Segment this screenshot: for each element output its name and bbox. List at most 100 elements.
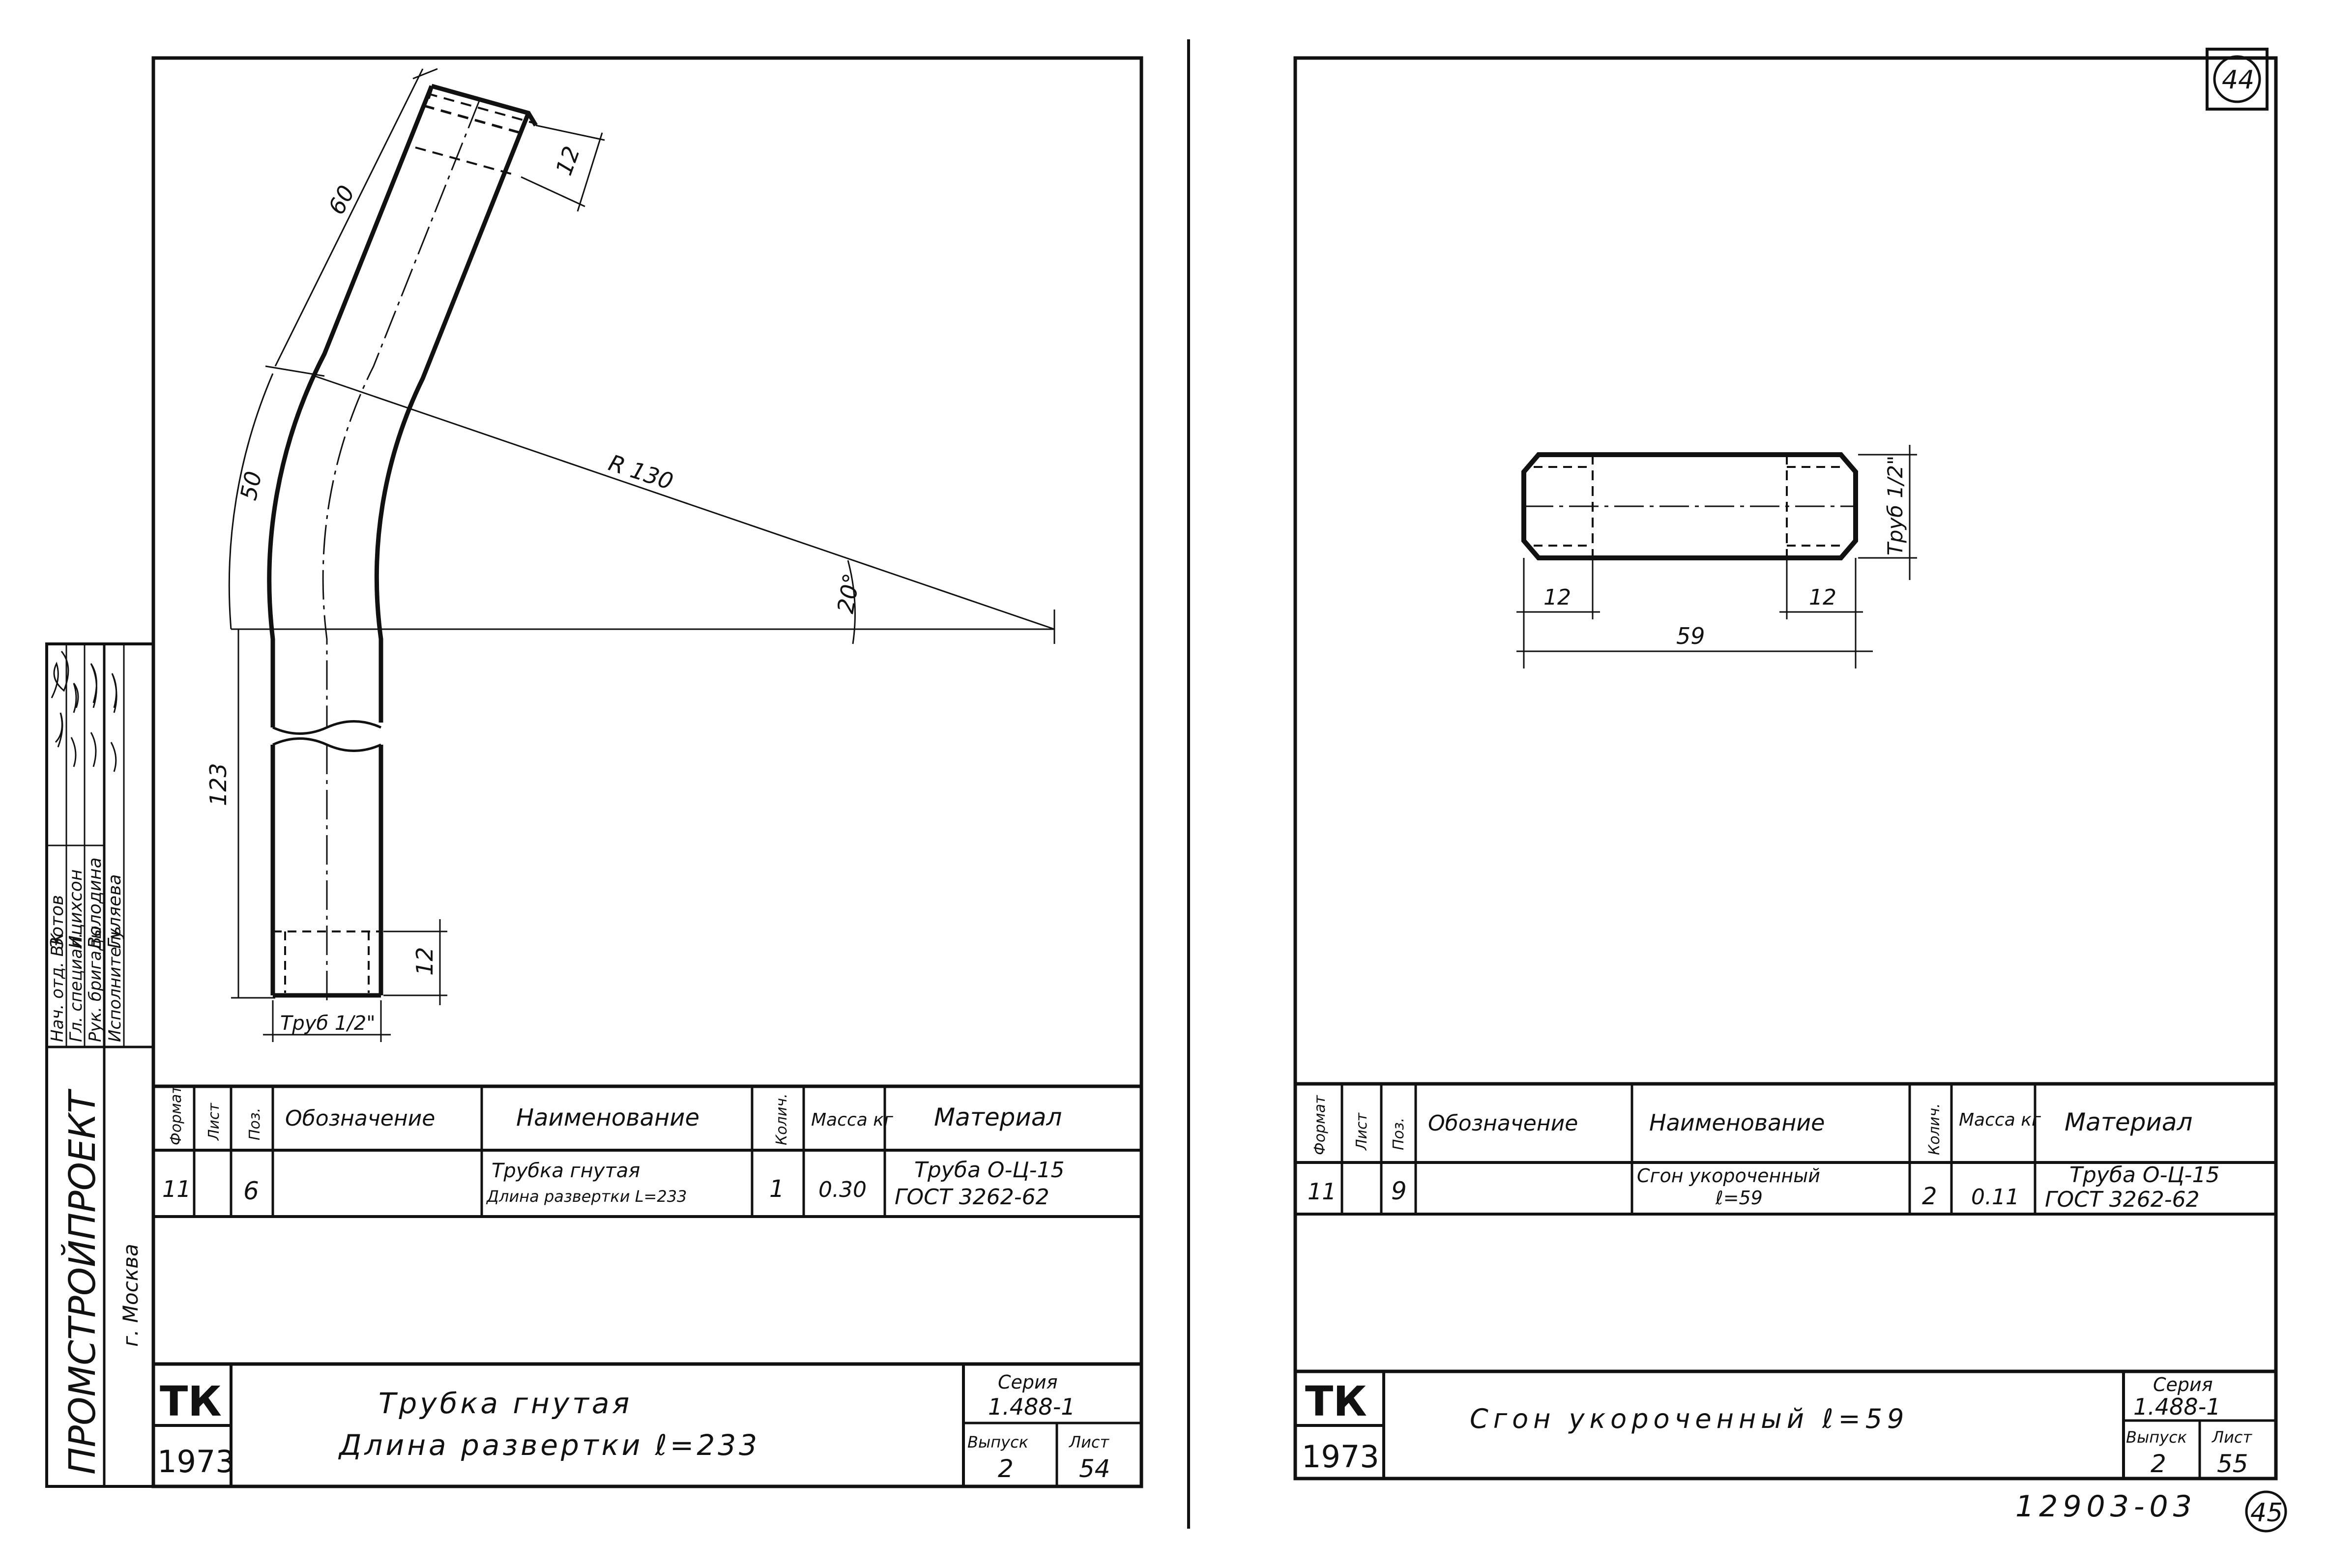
spec-row-name-1: Трубка гнутая	[492, 1160, 640, 1182]
signature-name-2: Ицихсон	[66, 870, 86, 949]
break-line-top	[272, 720, 382, 735]
r-spec-row-material-1: Труба О-Ц-15	[2069, 1162, 2219, 1188]
page-number: 45	[2250, 1498, 2283, 1528]
signature-role-3: Рук. бригады	[86, 926, 105, 1042]
r-issue-value: 2	[2151, 1450, 2166, 1478]
r-spec-row-qty: 2	[1922, 1183, 1937, 1210]
signature-name-3: Володина	[85, 857, 105, 949]
nipple-drawing: Труб 1/2" 12 12 59	[1516, 445, 1917, 668]
r-spec-header-mass: Масса кг	[1959, 1110, 2041, 1130]
left-sheet: ПРОМСТРОЙПРОЕКТ г. Москва Нач. отд. ВК Г…	[45, 56, 1143, 1488]
title-line-2: Длина развертки ℓ=233	[338, 1428, 760, 1462]
nipple-dim-right-thread: 12	[1809, 585, 1836, 610]
r-series-value: 1.488-1	[2133, 1394, 2221, 1420]
pipe-centerline	[322, 100, 480, 727]
right-sheet-frame	[1293, 56, 2278, 1481]
r-spec-header-sheet: Лист	[1353, 1112, 1370, 1151]
issue-label: Выпуск	[967, 1433, 1029, 1452]
spec-row-qty: 1	[769, 1175, 785, 1203]
r-title-year: 1973	[1302, 1439, 1379, 1475]
left-spec-table: Формат Лист Поз. Обозначение Наименовани…	[153, 1084, 1141, 1218]
bent-pipe-drawing: 60 12 50 R 130 20° 123 12	[205, 68, 1055, 1042]
r-spec-header-qty: Колич.	[1926, 1103, 1943, 1155]
spec-row-pos: 6	[243, 1177, 259, 1205]
spec-header-material: Материал	[934, 1103, 1062, 1132]
right-spec-table: Формат Лист Поз. Обозначение Наименовани…	[1295, 1082, 2276, 1216]
dim-top-thread: 12	[551, 143, 585, 178]
spec-header-pos: Поз.	[246, 1108, 263, 1140]
r-title-code: ТК	[1305, 1377, 1367, 1425]
spec-row-material-2: ГОСТ 3262-62	[895, 1185, 1049, 1210]
left-title-block: ТК 1973 Трубка гнутая Длина развертки ℓ=…	[153, 1362, 1141, 1486]
nipple-dim-total-length: 59	[1676, 623, 1705, 649]
r-spec-header-format: Формат	[1311, 1095, 1329, 1155]
pipe-outer-wall	[374, 112, 531, 723]
title-code: ТК	[160, 1377, 222, 1425]
dim-top-length: 60	[323, 181, 360, 219]
spec-header-sheet: Лист	[205, 1102, 223, 1141]
r-series-label: Серия	[2153, 1374, 2213, 1395]
dim-bottom-thread: 12	[411, 947, 438, 976]
series-value: 1.488-1	[988, 1394, 1076, 1420]
signature-scribble-1	[51, 651, 69, 748]
r-spec-header-material: Материал	[2065, 1108, 2193, 1136]
issue-value: 2	[998, 1454, 1014, 1483]
dim-angle: 20°	[832, 571, 865, 615]
spec-header-name: Наименование	[516, 1104, 699, 1132]
spec-row-name-2: Длина развертки L=233	[486, 1187, 687, 1206]
pipe-inner-wall	[267, 85, 434, 727]
radius-line-upper	[314, 375, 1055, 630]
spec-header-qty: Колич.	[773, 1093, 790, 1145]
signature-role-2: Гл. специал.	[66, 932, 86, 1042]
signature-role-1: Нач. отд. ВК	[48, 932, 67, 1042]
r-spec-row-name-2: ℓ=59	[1715, 1187, 1763, 1209]
r-spec-header-pos: Поз.	[1390, 1118, 1407, 1150]
r-sheet-value: 55	[2217, 1450, 2248, 1478]
nipple-body	[1521, 452, 1858, 560]
signature-name-4: Гуляева	[105, 874, 125, 949]
page-number-circle	[2245, 1490, 2287, 1533]
r-spec-row-name-1: Сгон укороченный	[1637, 1165, 1820, 1187]
series-label: Серия	[998, 1371, 1058, 1393]
organization-city: г. Москва	[118, 1244, 143, 1347]
spec-header-mass: Масса кг	[811, 1110, 894, 1130]
corner-number-box	[2206, 48, 2269, 111]
r-spec-header-name: Наименование	[1649, 1109, 1825, 1136]
dim-straight-length: 123	[205, 763, 232, 806]
spec-row-material-1: Труба О-Ц-15	[914, 1158, 1064, 1183]
signature-scribble-3	[90, 663, 97, 767]
title-year: 1973	[157, 1444, 235, 1480]
signature-scribble-2	[70, 683, 79, 767]
r-spec-row-format: 11	[1308, 1178, 1337, 1205]
r-sheet-label: Лист	[2212, 1428, 2252, 1447]
r-spec-row-mass: 0.11	[1971, 1185, 2019, 1210]
nipple-dim-left-thread: 12	[1543, 585, 1571, 610]
signature-name-1: Зотов	[47, 895, 67, 949]
right-sheet: 44 Труб 1/2" 12 12	[1293, 48, 2278, 1481]
signature-role-4: Исполнитель	[105, 926, 125, 1042]
left-sheet-frame	[151, 56, 1143, 1488]
signature-scribble-4	[110, 673, 117, 772]
right-title-block: ТК 1973 Сгон укороченный ℓ=59 Серия 1.48…	[1295, 1369, 2276, 1479]
dim-arc-length: 50	[235, 469, 267, 502]
sheet-value: 54	[1079, 1454, 1110, 1483]
sheet-label: Лист	[1069, 1433, 1109, 1452]
left-side-stamp: ПРОМСТРОЙПРОЕКТ г. Москва Нач. отд. ВК Г…	[45, 642, 155, 1488]
spec-header-format: Формат	[168, 1085, 185, 1145]
spec-row-format: 11	[162, 1176, 191, 1202]
corner-number: 44	[2222, 65, 2254, 95]
r-spec-header-designation: Обозначение	[1428, 1111, 1578, 1136]
r-spec-row-material-2: ГОСТ 3262-62	[2045, 1187, 2200, 1212]
angle-arc	[847, 560, 856, 644]
r-spec-row-pos: 9	[1391, 1177, 1407, 1205]
spec-row-mass: 0.30	[818, 1177, 867, 1202]
spec-header-designation: Обозначение	[285, 1106, 435, 1131]
pipe-top-end	[425, 84, 538, 127]
doc-number: 12903-03	[2015, 1489, 2197, 1524]
organization-name: ПРОМСТРОЙПРОЕКТ	[60, 1088, 104, 1475]
nipple-pipe-label: Труб 1/2"	[1883, 456, 1907, 555]
pipe-size-label: Труб 1/2"	[280, 1012, 376, 1035]
title-line-1: Трубка гнутая	[378, 1387, 632, 1420]
r-issue-label: Выпуск	[2126, 1428, 2187, 1447]
